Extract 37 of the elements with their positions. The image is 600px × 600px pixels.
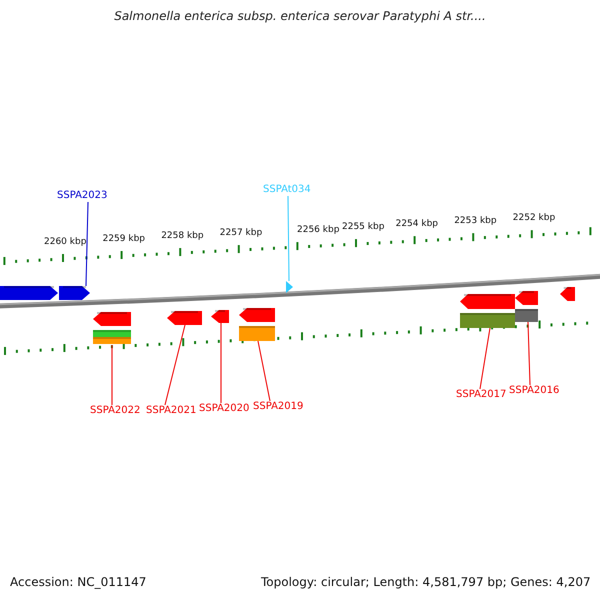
- leader-line: [164, 324, 186, 406]
- gene-label: SSPA2016: [509, 385, 560, 397]
- leader-line: [480, 328, 490, 390]
- leader-line: [528, 322, 530, 386]
- gene-label: SSPA2019: [253, 401, 304, 413]
- gene-label: SSPA2021: [146, 405, 196, 417]
- gene-label: SSPA2022: [90, 405, 140, 417]
- scale-label: 2256 kbp: [297, 224, 340, 236]
- genome-stats-label: Topology: circular; Length: 4,581,797 bp; Genes: 4,207: [261, 575, 591, 589]
- accession-label: Accession: NC_011147: [10, 575, 146, 589]
- scale-label: 2255 kbp: [342, 222, 384, 233]
- gene-glyph: [59, 286, 90, 300]
- scale-label: 2260 kbp: [44, 236, 86, 248]
- gene-glyph: [0, 286, 58, 300]
- gene-feature: [93, 312, 131, 345]
- scale-label: 2253 kbp: [454, 216, 497, 227]
- scale-label: 2254 kbp: [396, 218, 438, 230]
- gene-label: SSPA2017: [456, 389, 506, 401]
- gene-label: SSPA2020: [199, 403, 250, 415]
- scale-label: 2257 kbp: [220, 228, 262, 239]
- leader-line: [220, 322, 222, 404]
- scale-label: 2259 kbp: [102, 234, 145, 245]
- gene-glyph: [560, 287, 575, 301]
- trna-marker: [286, 281, 293, 293]
- leader-line: [86, 202, 88, 286]
- gene-label: SSPA2023: [57, 190, 108, 202]
- gene-feature: [515, 291, 538, 322]
- scale-label: 2252 kbp: [512, 212, 556, 224]
- gene-label: SSPAt034: [263, 184, 311, 196]
- gene-glyph: [167, 311, 202, 325]
- leader-line: [258, 340, 270, 402]
- title: Salmonella enterica subsp. enterica serovar Paratyphi A str....: [113, 9, 487, 23]
- leader-line: [288, 196, 290, 282]
- gene-feature: [460, 294, 515, 328]
- gene-glyph: [211, 310, 229, 323]
- scale-label: 2258 kbp: [161, 230, 204, 242]
- gene-feature: [239, 308, 275, 341]
